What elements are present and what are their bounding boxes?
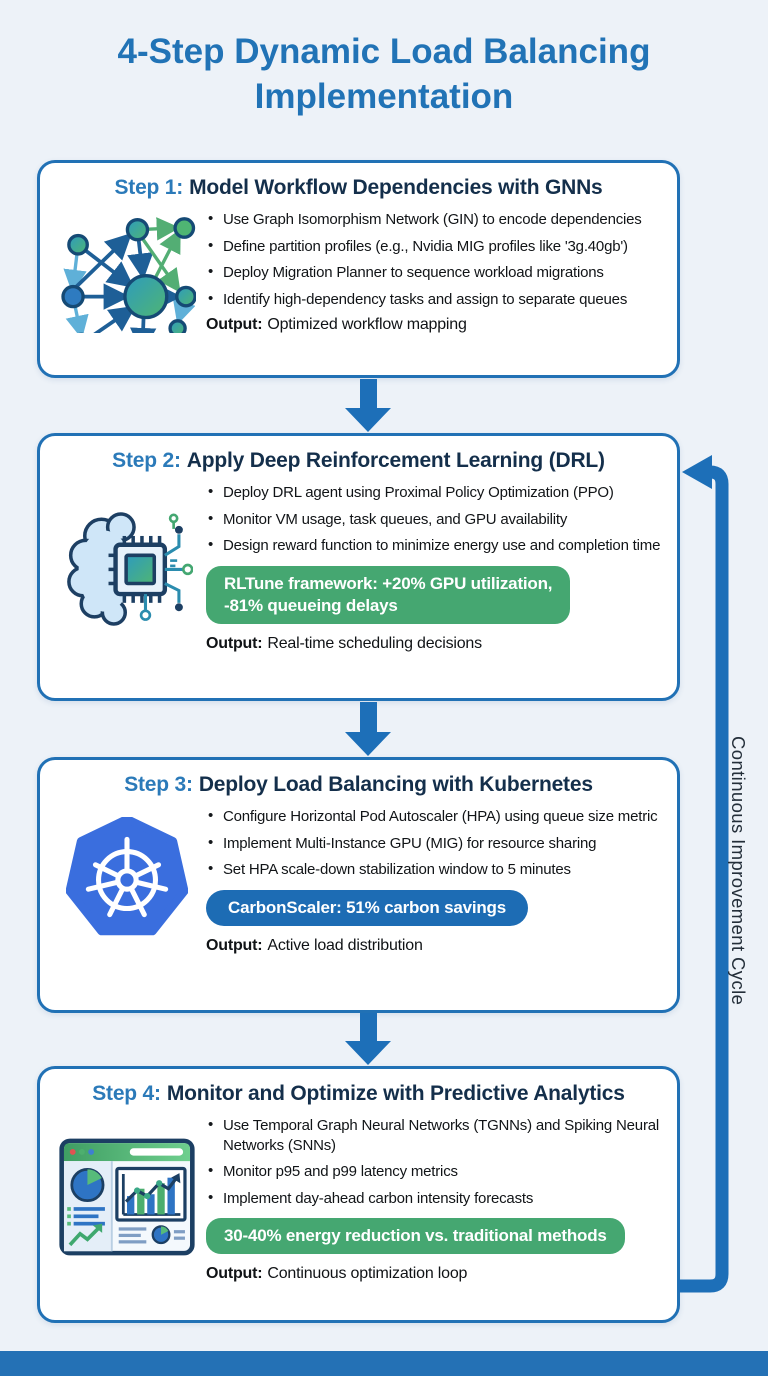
bullet: Monitor p95 and p99 latency metrics — [206, 1161, 663, 1182]
step-1-header: Step 1:Model Workflow Dependencies with … — [40, 176, 677, 200]
step-3-output: Output:Active load distribution — [206, 937, 663, 955]
step-1-bullets: Use Graph Isomorphism Network (GIN) to e… — [206, 209, 663, 310]
output-label: Output: — [206, 936, 263, 954]
page-title: 4-Step Dynamic Load Balancing Implementa… — [117, 32, 651, 116]
cycle-label: Continuous Improvement Cycle — [728, 736, 749, 1006]
gnn-graph-icon — [48, 204, 206, 334]
step-3-card: Step 3:Deploy Load Balancing with Kubern… — [37, 757, 680, 1013]
step-4-bullets: Use Temporal Graph Neural Networks (TGNN… — [206, 1115, 663, 1209]
continuous-cycle-arrow — [678, 455, 729, 1293]
bullet: Deploy DRL agent using Proximal Policy O… — [206, 482, 663, 503]
bullet: Use Temporal Graph Neural Networks (TGNN… — [206, 1115, 663, 1155]
flow-arrow-3 — [345, 1013, 391, 1065]
flow-arrow-1 — [345, 379, 391, 432]
bullet: Set HPA scale-down stabilization window … — [206, 859, 663, 880]
step-4-title: Monitor and Optimize with Predictive Ana… — [166, 1082, 625, 1105]
step-2-card: Step 2:Apply Deep Reinforcement Learning… — [37, 433, 680, 701]
step-2-output: Output:Real-time scheduling decisions — [206, 635, 663, 653]
step-2-highlight-badge: RLTune framework: +20% GPU utilization, … — [206, 565, 571, 624]
bullet: Design reward function to minimize energ… — [206, 535, 663, 556]
badge-text: RLTune framework: +20% GPU utilization, — [224, 573, 553, 593]
step-2-label: Step 2: — [112, 449, 181, 472]
bullet: Implement day-ahead carbon intensity for… — [206, 1188, 663, 1209]
step-4-highlight-badge: 30-40% energy reduction vs. traditional … — [206, 1218, 625, 1255]
output-text: Continuous optimization loop — [267, 1265, 468, 1283]
step-3-bullets: Configure Horizontal Pod Autoscaler (HPA… — [206, 806, 663, 880]
step-4-card: Step 4:Monitor and Optimize with Predict… — [37, 1066, 680, 1323]
step-3-label: Step 3: — [124, 773, 193, 796]
bullet: Use Graph Isomorphism Network (GIN) to e… — [206, 209, 663, 230]
step-4-output: Output:Continuous optimization loop — [206, 1265, 663, 1283]
output-text: Optimized workflow mapping — [267, 316, 467, 333]
bullet: Identify high-dependency tasks and assig… — [206, 289, 663, 310]
bullet: Implement Multi-Instance GPU (MIG) for r… — [206, 833, 663, 854]
footer-bar — [0, 1351, 768, 1376]
brain-chip-icon — [48, 477, 206, 653]
bullet: Define partition profiles (e.g., Nvidia … — [206, 236, 663, 257]
badge-text: 30-40% energy reduction vs. traditional … — [224, 1226, 607, 1245]
output-label: Output: — [206, 316, 263, 333]
flow-arrow-2 — [345, 702, 391, 756]
step-1-output: Output:Optimized workflow mapping — [206, 316, 663, 334]
output-text: Real-time scheduling decisions — [267, 634, 482, 652]
step-3-header: Step 3:Deploy Load Balancing with Kubern… — [40, 773, 677, 797]
output-text: Active load distribution — [267, 936, 423, 954]
bullet: Configure Horizontal Pod Autoscaler (HPA… — [206, 806, 663, 827]
step-2-bullets: Deploy DRL agent using Proximal Policy O… — [206, 482, 663, 556]
step-1-label: Step 1: — [114, 176, 184, 199]
step-4-label: Step 4: — [92, 1082, 161, 1105]
output-label: Output: — [206, 634, 263, 652]
step-4-header: Step 4:Monitor and Optimize with Predict… — [40, 1082, 677, 1106]
bullet: Monitor VM usage, task queues, and GPU a… — [206, 509, 663, 530]
step-2-header: Step 2:Apply Deep Reinforcement Learning… — [40, 449, 677, 473]
badge-text: CarbonScaler: 51% carbon savings — [228, 897, 506, 917]
output-label: Output: — [206, 1265, 263, 1283]
step-3-highlight-badge: CarbonScaler: 51% carbon savings — [206, 889, 528, 926]
badge-text: -81% queueing delays — [224, 595, 398, 615]
step-3-title: Deploy Load Balancing with Kubernetes — [198, 773, 593, 796]
bullet: Deploy Migration Planner to sequence wor… — [206, 262, 663, 283]
dashboard-icon — [48, 1110, 206, 1283]
step-2-title: Apply Deep Reinforcement Learning (DRL) — [186, 449, 605, 472]
step-1-title: Model Workflow Dependencies with GNNs — [189, 176, 603, 199]
step-1-card: Step 1:Model Workflow Dependencies with … — [37, 160, 680, 378]
kubernetes-icon — [48, 801, 206, 955]
